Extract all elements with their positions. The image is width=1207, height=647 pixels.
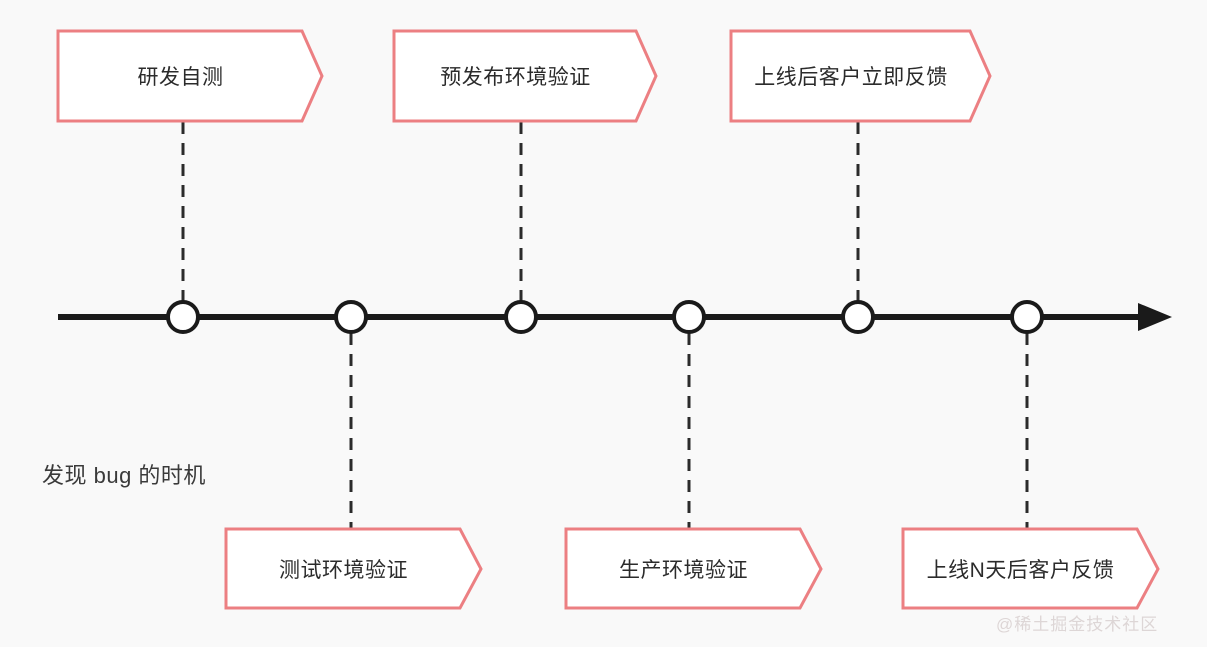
bottom-banner-shapes (224, 527, 1160, 610)
timeline-node-1 (166, 300, 200, 334)
timeline-nodes (166, 300, 1044, 334)
banner-shape-bottom-1 (224, 527, 483, 610)
banner-shape-bottom-2 (564, 527, 823, 610)
banner-shape-top-1 (56, 29, 324, 123)
banner-shape-top-2 (392, 29, 658, 123)
timeline-node-6 (1010, 300, 1044, 334)
banner-shape-top-3 (729, 29, 992, 123)
watermark: @稀土掘金技术社区 (996, 615, 1159, 634)
timeline-node-5 (841, 300, 875, 334)
top-banner-shapes (56, 29, 992, 123)
timeline-node-4 (672, 300, 706, 334)
connector-lines (181, 122, 1029, 528)
axis-arrowhead (1138, 303, 1172, 331)
timeline-node-3 (504, 300, 538, 334)
axis-caption: 发现 bug 的时机 (42, 463, 206, 488)
timeline-node-2 (334, 300, 368, 334)
banner-shape-bottom-3 (901, 527, 1160, 610)
timeline-axis (58, 303, 1172, 331)
